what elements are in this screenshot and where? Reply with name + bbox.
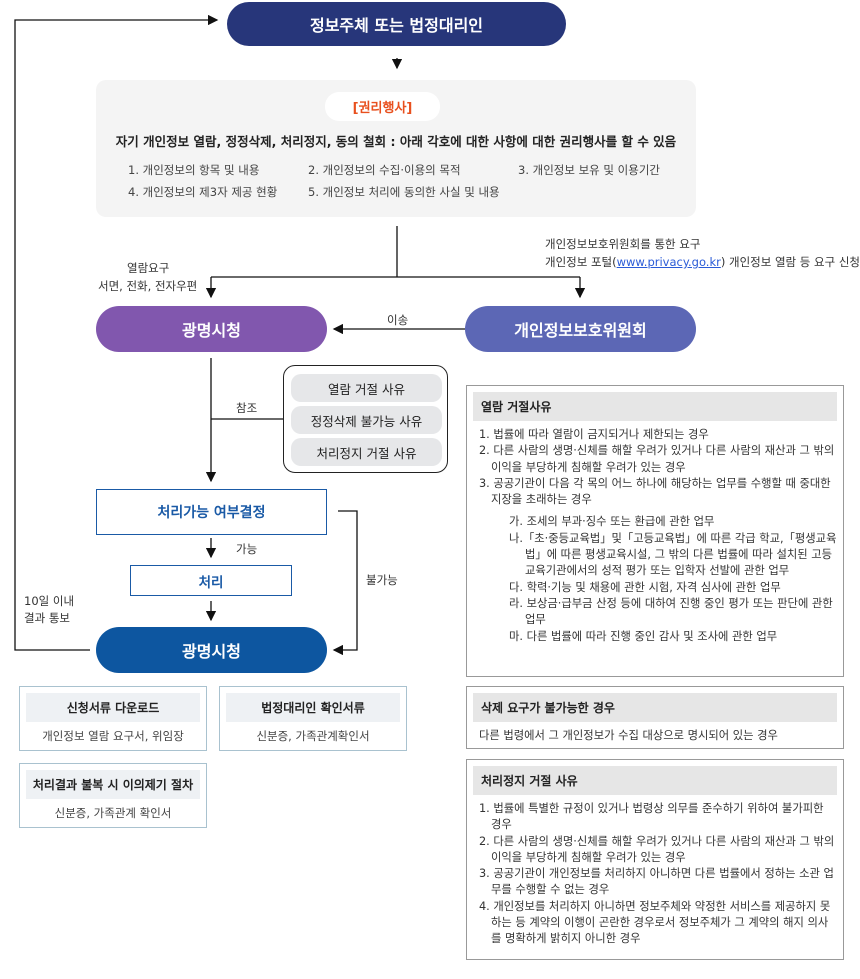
reasons-title: 열람 거절사유	[473, 392, 837, 421]
rights-item: 3. 개인정보 보유 및 이용기간	[518, 163, 660, 177]
document-body: 신분증, 가족관계 확인서	[54, 806, 172, 820]
reason-item: 가. 조세의 부과·징수 또는 환급에 관한 업무	[509, 515, 715, 529]
reason-item: 2. 다른 사람의 생명·신체를 해할 우려가 있거나 다른 사람의 재산과 그…	[479, 834, 835, 864]
city-hall-node: 광명시청	[96, 306, 327, 352]
right-request-portal: 개인정보 포털(www.privacy.go.kr) 개인정보 열람 등 요구 …	[545, 253, 860, 271]
reason-item: 1. 법률에 따라 열람이 금지되거나 제한되는 경우	[479, 428, 709, 441]
reasons-box-suspension: 처리정지 거절 사유 1. 법률에 특별한 규정이 있거나 법령상 의무를 준수하…	[466, 759, 844, 960]
portal-text: ) 개인정보 열람 등 요구 신청	[720, 255, 860, 269]
result-city-hall-node: 광명시청	[96, 627, 327, 673]
rights-summary: 자기 개인정보 열람, 정정삭제, 처리정지, 동의 철회 : 아래 각호에 대…	[115, 134, 677, 149]
reason-item: 3. 공공기관이 개인정보를 처리하지 아니하면 다른 법률에서 정하는 소관 …	[479, 867, 834, 897]
reference-item: 처리정지 거절 사유	[291, 438, 442, 466]
decision-node: 처리가능 여부결정	[96, 489, 327, 535]
rights-item: 4. 개인정보의 제3자 제공 현황	[128, 185, 278, 199]
reason-item: 3. 공공기관이 다음 각 목의 어느 하나에 해당하는 업무를 수행할 때 중…	[479, 476, 831, 507]
rights-panel: [권리행사] 자기 개인정보 열람, 정정삭제, 처리정지, 동의 철회 : 아…	[96, 80, 696, 217]
notify-label: 10일 이내	[24, 594, 75, 608]
arrow-notify-loop	[14, 14, 219, 651]
document-body: 개인정보 열람 요구서, 위임장	[42, 729, 184, 743]
reasons-title: 삭제 요구가 불가능한 경우	[473, 693, 837, 722]
rights-item: 1. 개인정보의 항목 및 내용	[128, 163, 260, 177]
reference-item: 열람 거절 사유	[291, 374, 442, 402]
notify-label: 결과 통보	[24, 611, 70, 625]
document-title: 처리결과 불복 시 이의제기 절차	[26, 770, 200, 799]
reason-item: 다른 법령에서 그 개인정보가 수집 대상으로 명시되어 있는 경우	[479, 729, 778, 742]
process-node: 처리	[130, 565, 292, 596]
reason-item: 2. 다른 사람의 생명·신체를 해할 우려가 있거나 다른 사람의 재산과 그…	[479, 444, 835, 474]
rights-item: 2. 개인정보의 수집·이용의 목적	[308, 163, 461, 177]
impossible-label: 불가능	[366, 573, 398, 587]
transfer-label: 이송	[387, 313, 409, 327]
reference-item: 정정삭제 불가능 사유	[291, 406, 442, 434]
rights-tag: [권리행사]	[325, 92, 440, 121]
left-request-methods: 서면, 전화, 전자우편	[98, 279, 198, 293]
left-request-label: 열람요구	[127, 261, 170, 275]
reference-box: 열람 거절 사유 정정삭제 불가능 사유 처리정지 거절 사유	[283, 365, 448, 473]
document-title: 법정대리인 확인서류	[226, 693, 400, 722]
reason-item: 나.「초·중등교육법」및「고등교육법」에 따른 각급 학교,「평생교육법」에 따…	[509, 531, 837, 578]
possible-label: 가능	[236, 542, 258, 556]
document-title: 신청서류 다운로드	[26, 693, 200, 722]
right-request-label: 개인정보보호위원회를 통한 요구	[545, 237, 701, 251]
reason-item: 마. 다른 법률에 따라 진행 중인 감사 및 조사에 관한 업무	[509, 629, 778, 643]
reason-item: 1. 법률에 특별한 규정이 있거나 법령상 의무를 준수하기 위하여 불가피한…	[479, 802, 824, 832]
portal-text: 개인정보 포털(	[545, 255, 617, 269]
privacy-portal-link[interactable]: www.privacy.go.kr	[616, 255, 721, 269]
reason-item: 라. 보상금·급부금 산정 등에 대하여 진행 중인 평가 또는 판단에 관한 …	[509, 596, 833, 627]
committee-node: 개인정보보호위원회	[465, 306, 696, 352]
reference-label: 참조	[236, 401, 258, 415]
rights-item: 5. 개인정보 처리에 동의한 사실 및 내용	[308, 185, 500, 199]
reasons-title: 처리정지 거절 사유	[473, 766, 837, 795]
arrow-impossible	[332, 510, 358, 656]
reason-item: 4. 개인정보를 처리하지 아니하면 정보주체와 약정한 서비스를 제공하지 못…	[479, 899, 831, 946]
reason-item: 다. 학력·기능 및 채용에 관한 시험, 자격 심사에 관한 업무	[509, 580, 781, 594]
data-subject-node: 정보주체 또는 법정대리인	[227, 2, 566, 46]
document-body: 신분증, 가족관계확인서	[256, 729, 370, 743]
reasons-box-access: 열람 거절사유 1. 법률에 따라 열람이 금지되거나 제한되는 경우 2. 다른 …	[466, 385, 844, 677]
